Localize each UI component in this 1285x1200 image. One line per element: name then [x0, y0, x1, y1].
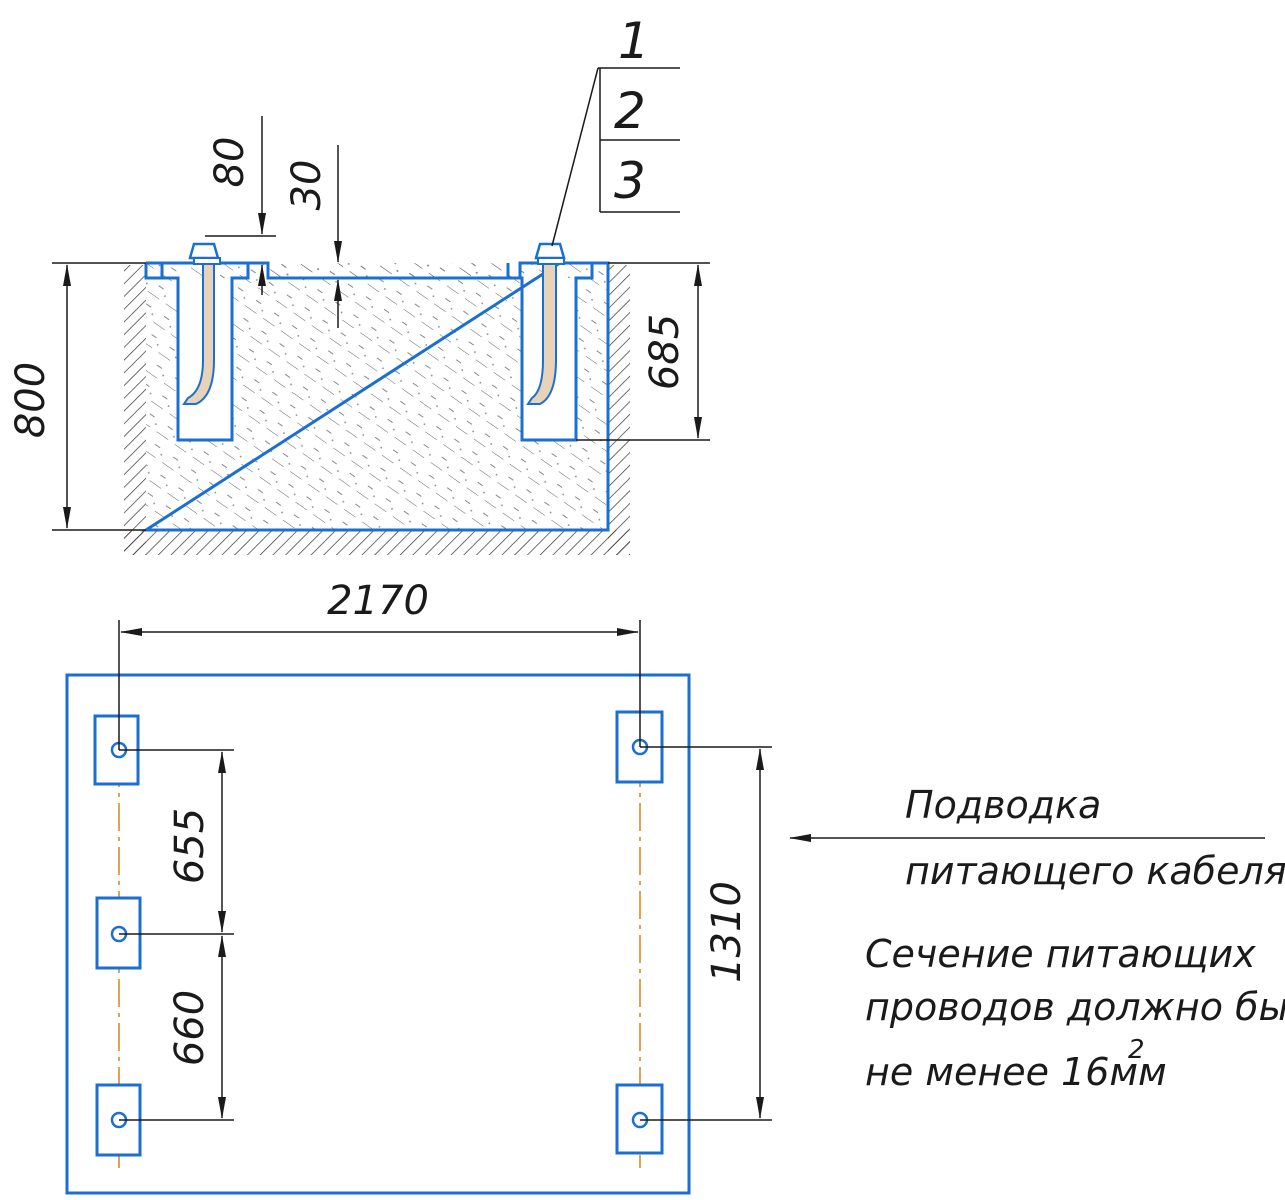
anchor-bolt-left: [182, 242, 221, 405]
dimension-depth-label: 800: [8, 362, 54, 438]
plan-outline: [65, 673, 691, 1195]
dimension-spacing-total-label: 1310: [704, 881, 750, 983]
section-note-line2: проводов должно быть: [865, 985, 1285, 1029]
dimension-spacing-total: [640, 746, 772, 1121]
soil-right: [608, 265, 630, 555]
top-recess: [268, 264, 524, 278]
dimension-recess-depth-label: 30: [284, 160, 330, 211]
anchor-plate-right-bottom: [615, 1083, 664, 1155]
callout-table: [551, 67, 680, 247]
callout-2: 2: [614, 82, 646, 140]
cable-note-line1: Подводка: [905, 783, 1101, 827]
notes: Подводка питающего кабеля Сечение питающ…: [789, 783, 1285, 1094]
callout-1: 1: [618, 12, 650, 70]
dimension-bolt-protrusion-label: 80: [207, 137, 253, 188]
dimension-anchor-depth: [576, 262, 710, 441]
pocket-outline-left: [144, 263, 250, 442]
anchor-bolt-right: [526, 242, 566, 405]
foundation-body: [146, 263, 608, 530]
dimension-width: [118, 620, 641, 750]
callout-3: 3: [614, 152, 646, 210]
plan-view: 2170 655 660 1310: [65, 578, 772, 1195]
anchor-plate-left-bottom: [95, 1083, 142, 1157]
dimension-bolt-protrusion: [205, 116, 276, 295]
dimension-spacing-top-label: 655: [167, 808, 213, 884]
section-note-superscript: 2: [1128, 1035, 1145, 1065]
section-note-line1: Сечение питающих: [865, 932, 1256, 976]
dimension-depth: [52, 262, 146, 531]
dimension-anchor-depth-label: 685: [642, 314, 688, 390]
cable-note-line2: питающего кабеля: [905, 849, 1285, 893]
soil-bottom: [124, 530, 630, 555]
dimension-spacing-left: [119, 749, 234, 1121]
pocket-outline-right: [506, 263, 594, 442]
anchor-plate-left-middle: [95, 896, 142, 970]
dimension-spacing-bottom-label: 660: [167, 990, 213, 1066]
dimension-width-label: 2170: [327, 578, 429, 624]
soil-left: [124, 265, 146, 555]
section-note-line3: не менее 16мм: [865, 1050, 1167, 1094]
section-view: 800 685 80 30 1 2 3: [8, 12, 710, 555]
